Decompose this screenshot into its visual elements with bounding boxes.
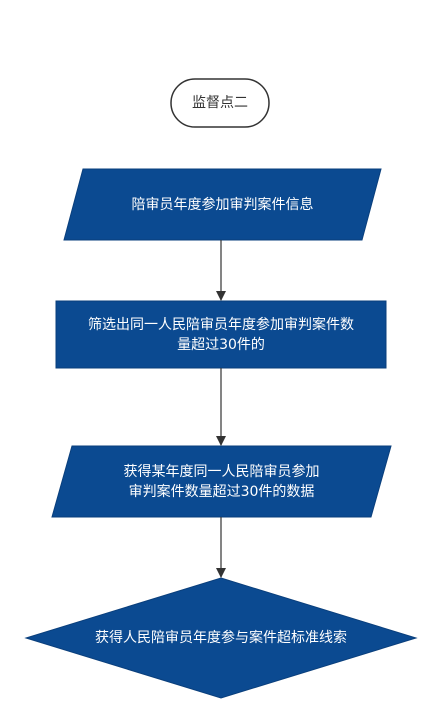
step1-label: 陪审员年度参加审判案件信息 [131,196,314,213]
start-label: 监督点二 [192,95,248,111]
decision-label: 获得人民陪审员年度参与案件超标准线索 [95,630,347,646]
step2-label: 筛选出同一人民陪审员年度参加审判案件数 量超过30件的 [88,316,354,353]
decision-node [24,577,418,699]
step3-label: 获得某年度同一人民陪审员参加 审判案件数量超过30件的数据 [123,463,320,500]
step3-node [51,445,392,518]
step1-node [63,168,382,241]
step2-node [55,300,387,369]
start-node [170,78,270,128]
